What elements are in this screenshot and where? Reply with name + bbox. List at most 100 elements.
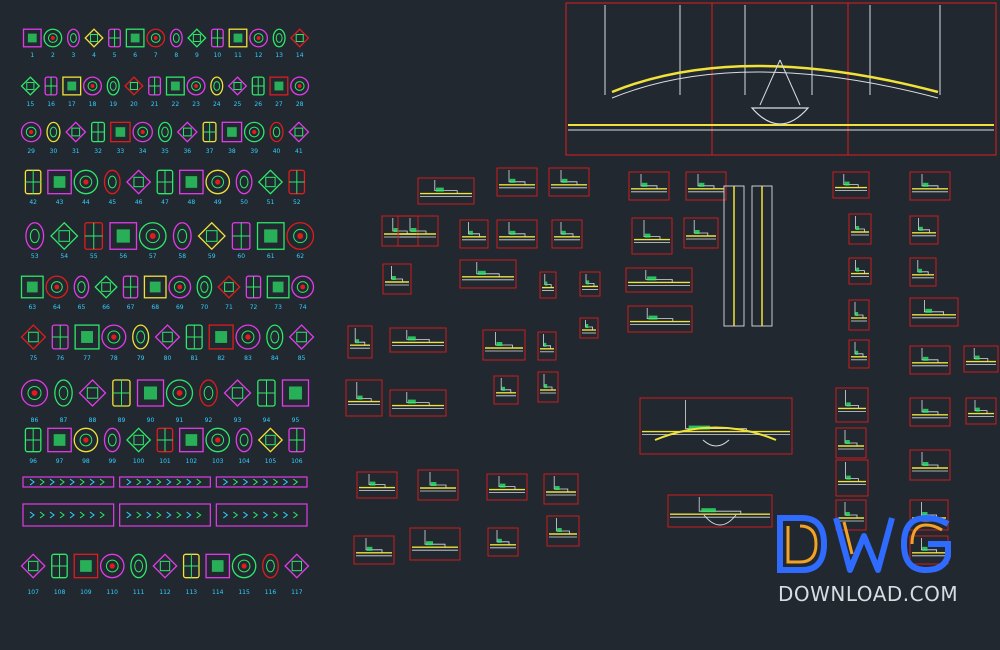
ornament-number: 83 <box>244 355 252 362</box>
ornament-tile <box>288 324 315 350</box>
ornament-number: 42 <box>29 199 37 206</box>
ornament-tile <box>154 324 181 350</box>
ornament-number: 95 <box>292 417 300 424</box>
ornament-number: 22 <box>172 101 180 108</box>
section-detail <box>628 171 670 201</box>
ornament-tile <box>45 275 69 299</box>
ornament-tile <box>73 169 99 195</box>
ornament-number: 14 <box>296 52 304 59</box>
ornament-tile <box>146 28 166 48</box>
ornament-tile <box>179 169 204 195</box>
ornament-number: 4 <box>92 52 96 59</box>
ornament-tile <box>156 169 174 195</box>
section-detail <box>546 515 580 547</box>
section-detail <box>832 171 870 199</box>
ornament-number: 115 <box>238 589 250 596</box>
ornament-number: 82 <box>217 355 225 362</box>
ornament-tile <box>221 121 243 143</box>
ornament-tile <box>73 275 90 299</box>
section-detail <box>347 325 373 359</box>
ornament-tile <box>269 121 284 143</box>
ornament-tile <box>99 553 125 579</box>
ornament-number: 25 <box>234 101 242 108</box>
ornament-tile <box>103 427 121 453</box>
section-detail <box>389 389 447 417</box>
section-detail <box>496 167 538 197</box>
ornament-tile <box>169 28 183 48</box>
ornament-tile <box>124 76 144 96</box>
ornament-number: 19 <box>109 101 117 108</box>
ornament-number: 34 <box>139 148 147 155</box>
ornament-number: 13 <box>275 52 283 59</box>
ornament-number: 100 <box>133 458 145 465</box>
section-detail <box>539 271 557 299</box>
ornament-tile <box>286 222 315 250</box>
ornament-tile <box>290 76 310 96</box>
ornament-tile <box>197 221 226 251</box>
ornament-number: 45 <box>108 199 116 206</box>
ornament-number: 2 <box>51 52 55 59</box>
dwg-logo-mark <box>777 514 951 574</box>
section-detail <box>389 327 447 353</box>
section-detail <box>382 263 412 295</box>
ornament-tile <box>24 427 42 453</box>
section-detail <box>909 397 951 427</box>
ornament-tile <box>205 427 231 453</box>
ornament-tile <box>106 76 120 96</box>
ornament-number: 85 <box>298 355 306 362</box>
ornament-tile <box>43 28 63 48</box>
ornament-tile <box>20 275 44 299</box>
ornament-tile <box>288 169 306 195</box>
ornament-number: 75 <box>30 355 38 362</box>
ornament-tile <box>47 169 72 195</box>
ornament-number: 20 <box>130 101 138 108</box>
ornament-number: 71 <box>225 304 233 311</box>
ornament-tile <box>47 427 72 453</box>
ornament-number: 72 <box>250 304 258 311</box>
ornament-number: 78 <box>110 355 118 362</box>
ornament-tile <box>215 503 308 527</box>
ornament-number: 68 <box>151 304 159 311</box>
ornament-number: 57 <box>149 253 157 260</box>
section-detail <box>493 375 519 405</box>
section-detail <box>835 387 869 423</box>
ornament-number: 79 <box>137 355 145 362</box>
ornament-number: 96 <box>29 458 37 465</box>
ornament-number: 5 <box>113 52 117 59</box>
ornament-tile <box>156 427 174 453</box>
ornament-number: 54 <box>60 253 68 260</box>
ornament-number: 59 <box>208 253 216 260</box>
ornament-tile <box>130 553 148 579</box>
ornament-number: 29 <box>27 148 35 155</box>
section-detail <box>579 317 599 339</box>
ornament-number: 56 <box>119 253 127 260</box>
ornament-number: 105 <box>265 458 277 465</box>
ornament-number: 102 <box>186 458 198 465</box>
ornament-number: 101 <box>159 458 171 465</box>
section-detail <box>667 494 773 528</box>
section-detail <box>835 499 867 531</box>
ornament-number: 107 <box>27 589 39 596</box>
section-detail <box>848 257 872 285</box>
ornament-tile <box>73 553 99 579</box>
section-detail <box>551 219 583 249</box>
ornament-tile <box>208 324 234 350</box>
ornament-tile <box>223 379 252 407</box>
section-detail <box>909 171 951 201</box>
section-detail <box>543 473 579 505</box>
ornament-tile <box>126 169 152 195</box>
ornament-number: 33 <box>117 148 125 155</box>
ornament-tile <box>235 427 253 453</box>
ornament-tile <box>119 503 211 527</box>
section-detail <box>963 345 999 373</box>
ornament-tile <box>103 169 121 195</box>
ornament-tile <box>101 324 127 350</box>
ornament-number: 55 <box>90 253 98 260</box>
ornament-tile <box>74 324 100 350</box>
ornament-tile <box>132 121 153 143</box>
section-detail <box>537 371 559 403</box>
ornament-number: 90 <box>147 417 155 424</box>
ornament-number: 24 <box>213 101 221 108</box>
